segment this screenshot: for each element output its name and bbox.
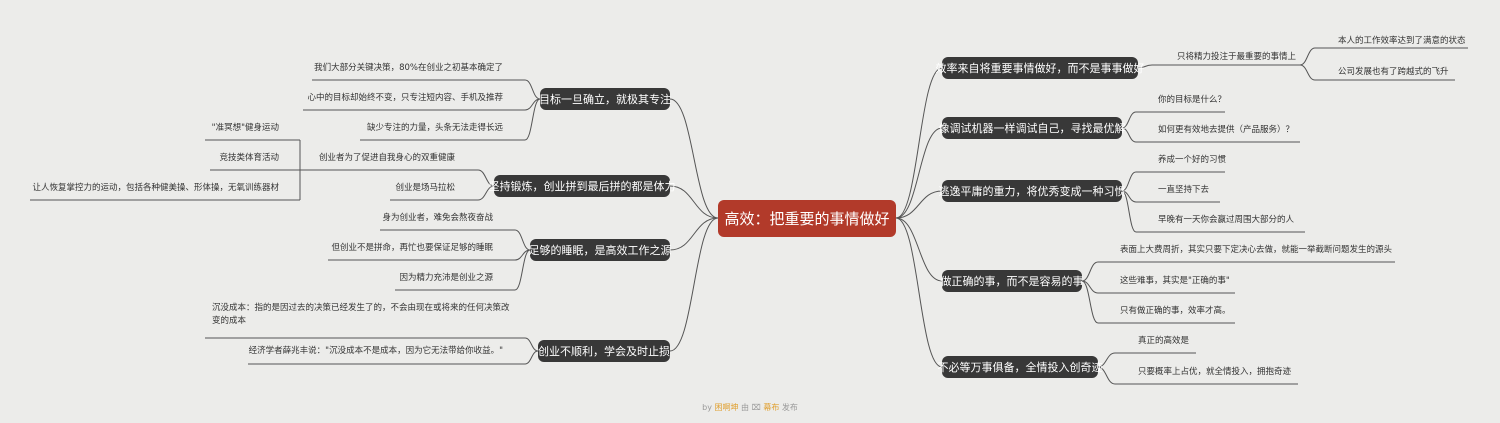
topic-debug-self[interactable]: 像调试机器一样调试自己，寻找最优解 [939,117,1126,139]
connector-line [477,169,495,187]
connector-line [524,79,541,100]
leaf-text: 因为精力充沛是创业之源 [399,273,493,283]
connector-line [1081,280,1099,324]
connector-line [524,98,541,141]
leaf-text: 让人恢复掌控力的运动，包括各种健美操、形体操，无氧训练器材 [32,183,279,193]
leaf-text: 心中的目标却始终不变，只专注短内容、手机及推荐 [307,93,503,103]
leaf-text: 表面上大费周折，其实只要下定决心去做，就能一举截断问题发生的源头 [1120,245,1393,255]
connector-line [1121,111,1137,129]
leaf-text: 只有做正确的事，效率才高。 [1120,306,1231,316]
connector-line [1121,190,1137,233]
connector-line [669,98,719,219]
connector-line [895,190,943,219]
footer-brand[interactable]: 幕布 [763,403,780,412]
leaf-text: 身为创业者，难免会熬夜奋战 [382,213,493,223]
topic-focus[interactable]: 目标一旦确立，就极其专注 [539,88,671,110]
connector-line [1299,47,1316,66]
leaf-text: 本人的工作效率达到了满意的状态 [1338,36,1466,46]
connector-line [1097,352,1116,368]
leaf-text: 养成一个好的习惯 [1158,155,1227,165]
connector-line [1121,171,1137,192]
leaf-text: 如何更有效地去提供（产品服务）？ [1158,125,1295,135]
leaf-text: 只将精力投注于最重要的事情上 [1177,52,1297,62]
leaf-text: 只要概率上占优，就全情投入，拥抱奇迹 [1138,367,1292,377]
root-topic[interactable]: 高效：把重要的事情做好 [718,200,896,237]
connector-line [524,350,539,365]
topic-habit[interactable]: 逃逸平庸的重力，将优秀变成一种习惯 [939,180,1126,202]
leaf-text: 公司发展也有了跨越式的飞升 [1338,67,1449,77]
leaf-text: 我们大部分关键决策，80%在创业之初基本确定了 [314,63,503,73]
footer-author[interactable]: 困啊坤 [714,403,739,412]
topic-exercise[interactable]: 坚持锻炼，创业拼到最后拼的都是体力 [489,175,676,197]
connector-line [669,185,719,219]
connector-line [895,217,943,368]
mubu-logo-icon: ⌧ [751,403,761,412]
connector-line [895,67,943,219]
leaf-text: 一直坚持下去 [1158,185,1210,195]
leaf-text: 缺少专注的力量，头条无法走得长远 [366,123,503,133]
leaf-text: 沉没成本：指的是因过去的决策已经发生了的，不会由现在或将来的任何决策改变的成本 [212,303,510,326]
connector-line [524,337,539,352]
connector-line [895,217,943,282]
topic-all-in[interactable]: 不必等万事俱备，全情投入创奇迹 [938,356,1103,378]
connector-line [1299,64,1316,81]
leaf-text: 创业是场马拉松 [395,183,455,193]
leaf-text: "准冥想"健身运动 [211,123,279,133]
leaf-text: 这些难事，其实是"正确的事" [1120,276,1230,286]
footer-end: 发布 [781,403,798,412]
connector-line [514,229,531,251]
connector-line [895,127,943,219]
connector-line [1137,64,1153,69]
connector-line [669,217,719,251]
leaf-text: 竞技类体育活动 [219,153,279,163]
footer-credit: by 困啊坤 由 ⌧ 幕布 发布 [0,402,1500,413]
connector-line [1081,261,1099,282]
connector-line [1097,366,1116,385]
leaf-text: 但创业不是拼命，再忙也要保证足够的睡眠 [331,243,493,253]
footer-mid: 由 [741,403,750,412]
topic-right-thing[interactable]: 做正确的事，而不是容易的事 [941,270,1084,292]
leaf-text: 真正的高效是 [1138,336,1190,346]
leaf-text: 早晚有一天你会赢过周围大部分的人 [1158,215,1295,225]
leaf-text: 创业者为了促进自我身心的双重健康 [318,153,455,163]
footer-by: by [702,403,712,412]
connector-line [477,185,495,201]
leaf-text: 你的目标是什么？ [1158,95,1227,105]
topic-stop-loss[interactable]: 创业不顺利，学会及时止损 [538,340,670,362]
connector-line [514,249,531,291]
connector-line [1121,127,1137,143]
topic-efficiency[interactable]: 效率来自将重要事情做好，而不是事事做好 [936,57,1145,79]
leaf-text: 经济学者薛兆丰说："沉没成本不是成本，因为它无法带给你收益。" [248,346,503,356]
connector-line [669,217,719,352]
topic-sleep[interactable]: 足够的睡眠，是高效工作之源 [529,239,672,261]
